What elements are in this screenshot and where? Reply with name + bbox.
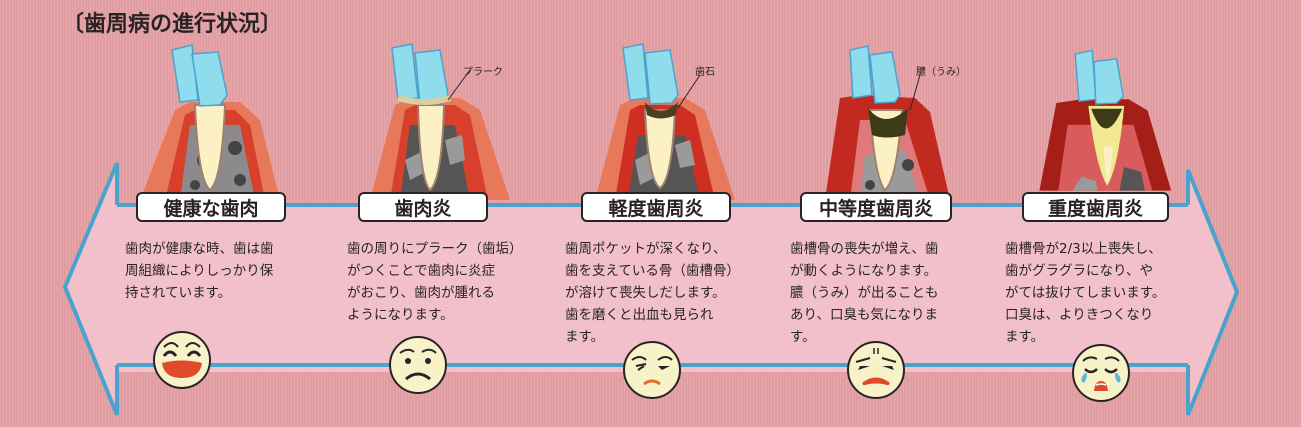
moderate-periodontitis-tooth-illustration	[825, 45, 950, 200]
plaque-callout: プラーク	[463, 67, 503, 78]
diagram-title: 〔歯周病の進行状況〕	[62, 12, 283, 37]
stage-description-severe-periodontitis: 歯槽骨が2/3以上喪失し、 歯がグラグラになり、や がては抜けてしまいます。 口…	[1005, 241, 1166, 345]
stage-label-moderate-periodontitis: 中等度歯周炎	[800, 192, 952, 222]
worried-face-icon	[389, 336, 447, 394]
stage-label-severe-periodontitis: 重度歯周炎	[1022, 192, 1169, 222]
laughing-face-icon	[153, 331, 211, 389]
tartar-callout: 歯石	[695, 67, 715, 78]
healthy-tooth-illustration	[140, 44, 280, 200]
stage-description-gingivitis: 歯の周りにプラーク（歯垢） がつくことで歯肉に炎症 がおこり、歯肉が腫れる よう…	[347, 241, 523, 323]
wincing-face-icon	[623, 341, 681, 399]
pained-face-icon	[847, 341, 905, 399]
stage-description-healthy-gums: 歯肉が健康な時、歯は歯 周組織によりしっかり保 持されています。	[125, 241, 274, 301]
mild-periodontitis-tooth-illustration	[595, 43, 735, 200]
severe-periodontitis-tooth-illustration	[1039, 49, 1172, 191]
stage-label-mild-periodontitis: 軽度歯周炎	[581, 192, 731, 222]
stage-label-gingivitis: 歯肉炎	[358, 192, 488, 222]
stage-description-mild-periodontitis: 歯周ポケットが深くなり、 歯を支えている骨（歯槽骨） が溶けて喪失しだします。 …	[565, 241, 740, 345]
pus-callout: 膿（うみ）	[916, 67, 966, 78]
stage-label-healthy-gums: 健康な歯肉	[136, 192, 286, 222]
stage-description-moderate-periodontitis: 歯槽骨の喪失が増え、歯 が動くようになります。 膿（うみ）が出ることも あり、口…	[790, 241, 939, 345]
gingivitis-tooth-illustration	[370, 43, 510, 200]
crying-face-icon	[1072, 344, 1130, 402]
